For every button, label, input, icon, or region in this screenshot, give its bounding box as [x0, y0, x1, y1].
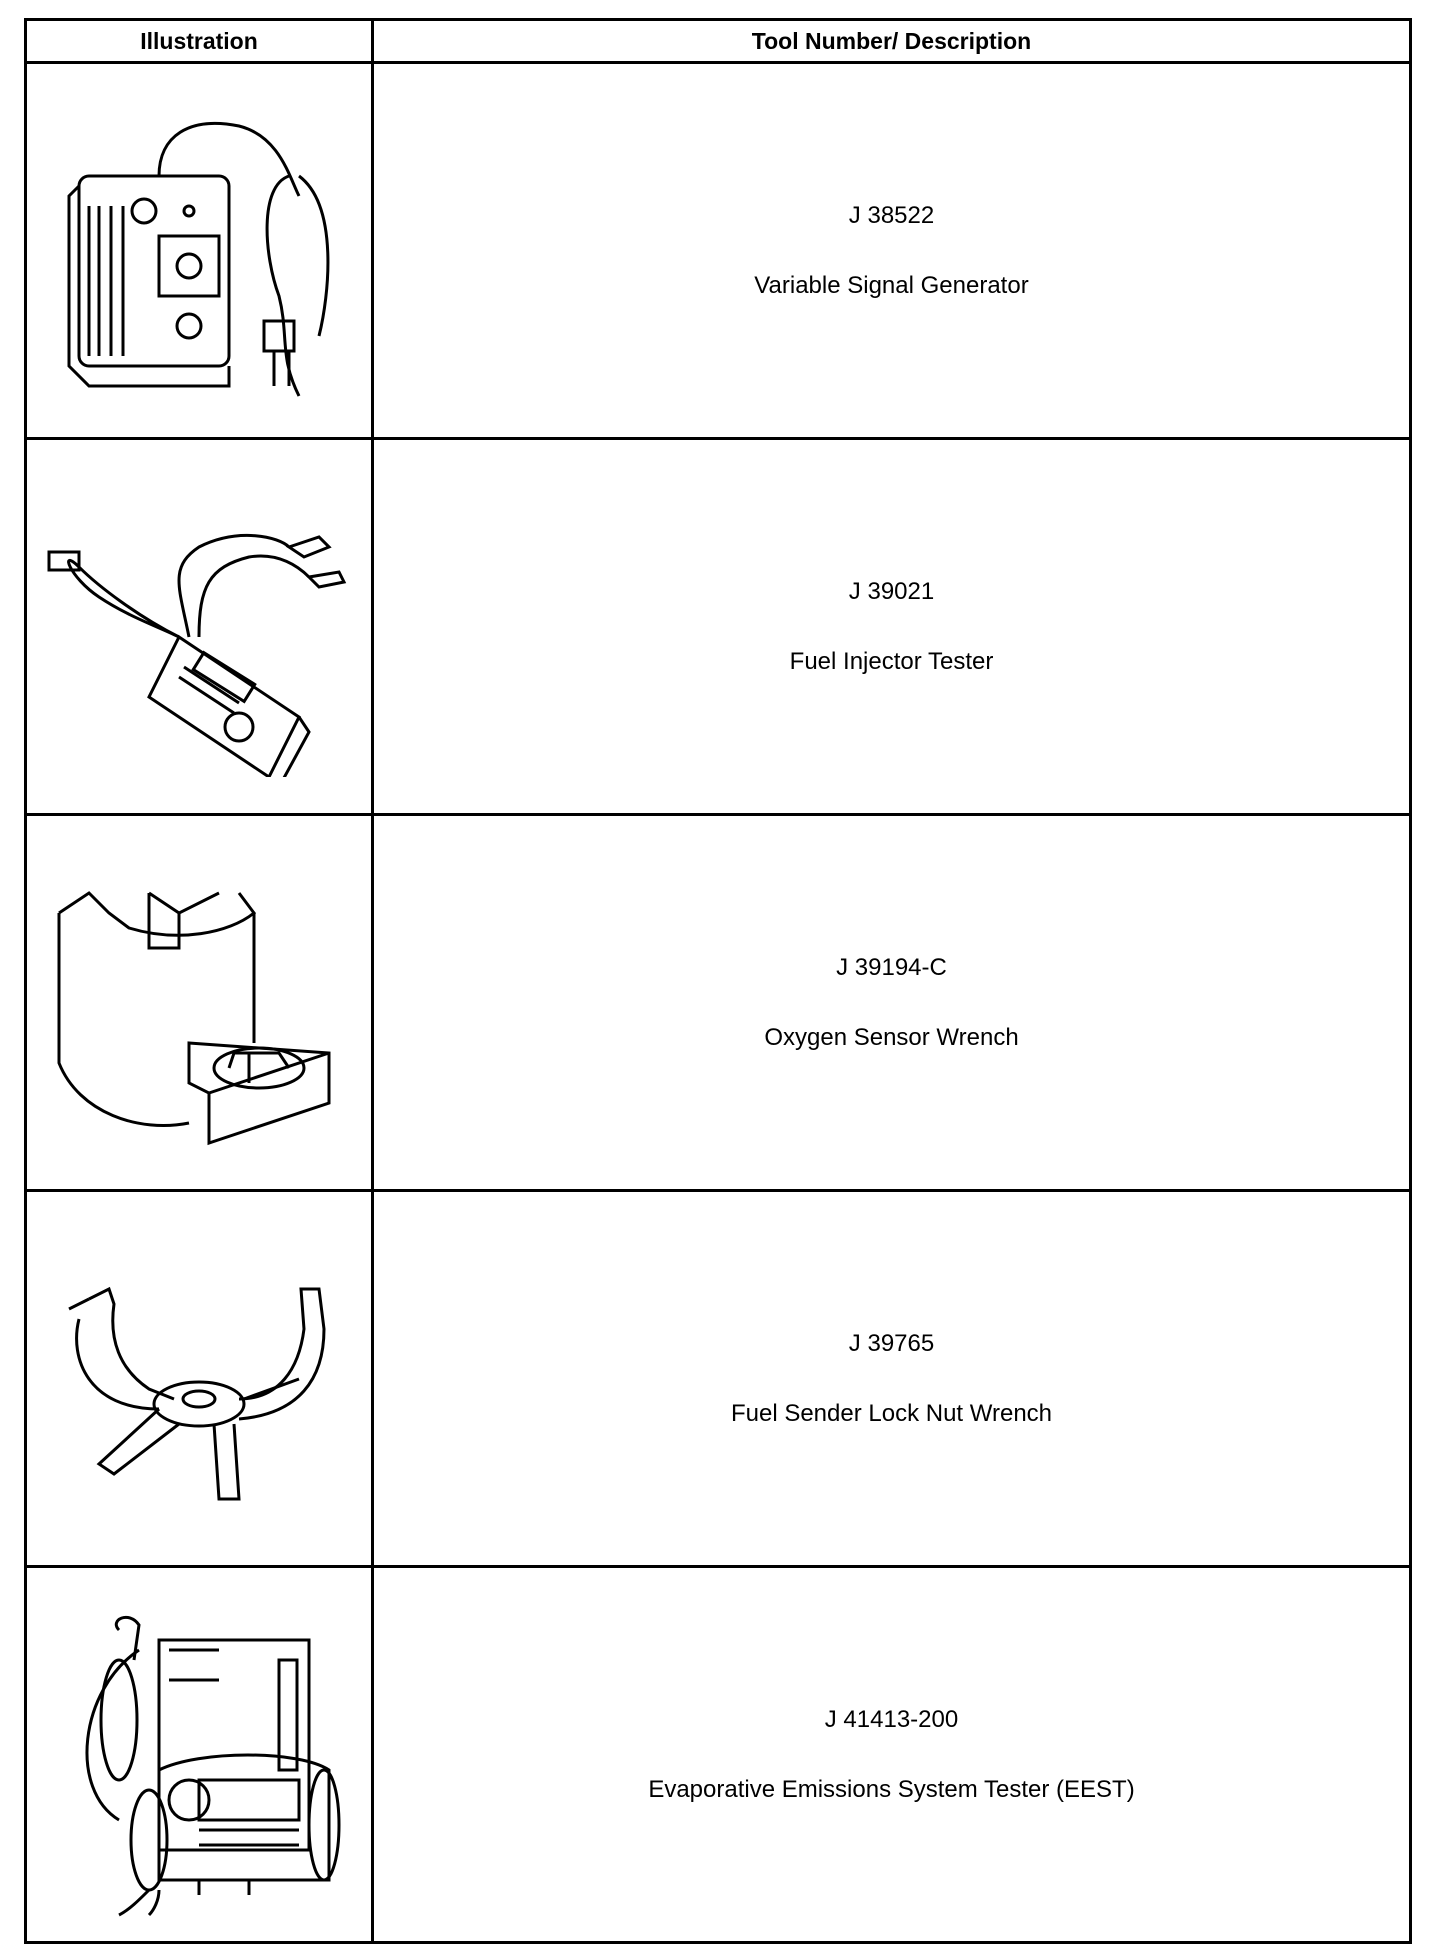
illustration-cell — [24, 61, 374, 440]
tool-description-cell: J 38522 Variable Signal Generator — [371, 61, 1412, 440]
tool-number: J 39765 — [848, 1329, 935, 1357]
tool-number: J 39194-C — [836, 953, 947, 981]
variable-signal-generator-icon — [49, 96, 349, 406]
column-header-illustration: Illustration — [24, 18, 374, 64]
table-header-row: Illustration Tool Number/ Description — [24, 18, 1412, 64]
tool-description-cell: J 39765 Fuel Sender Lock Nut Wrench — [371, 1189, 1412, 1568]
table-row: J 41413-200 Evaporative Emissions System… — [24, 1565, 1412, 1944]
table-row: J 39021 Fuel Injector Tester — [24, 437, 1412, 816]
tool-description: Fuel Injector Tester — [789, 647, 994, 675]
table-row: J 39194-C Oxygen Sensor Wrench — [24, 813, 1412, 1192]
illustration-cell — [24, 813, 374, 1192]
tool-number: J 38522 — [848, 201, 935, 229]
tool-description-cell: J 41413-200 Evaporative Emissions System… — [371, 1565, 1412, 1944]
column-header-tool-description: Tool Number/ Description — [371, 18, 1412, 64]
tool-number: J 41413-200 — [824, 1705, 959, 1733]
illustration-cell — [24, 1189, 374, 1568]
tool-description: Fuel Sender Lock Nut Wrench — [730, 1399, 1053, 1427]
tool-description: Evaporative Emissions System Tester (EES… — [648, 1775, 1135, 1803]
tool-number: J 39021 — [848, 577, 935, 605]
evaporative-emissions-system-tester-icon — [49, 1590, 349, 1920]
tool-description: Oxygen Sensor Wrench — [764, 1023, 1019, 1051]
tool-description-cell: J 39194-C Oxygen Sensor Wrench — [371, 813, 1412, 1192]
oxygen-sensor-wrench-icon — [39, 853, 359, 1153]
tool-description-cell: J 39021 Fuel Injector Tester — [371, 437, 1412, 816]
tool-description: Variable Signal Generator — [754, 271, 1029, 299]
fuel-injector-tester-icon — [39, 477, 359, 777]
illustration-cell — [24, 1565, 374, 1944]
table-row: J 39765 Fuel Sender Lock Nut Wrench — [24, 1189, 1412, 1568]
tool-table-page: Illustration Tool Number/ Description — [24, 18, 1412, 1944]
fuel-sender-lock-nut-wrench-icon — [39, 1249, 359, 1509]
table-row: J 38522 Variable Signal Generator — [24, 61, 1412, 440]
illustration-cell — [24, 437, 374, 816]
special-tools-table: Illustration Tool Number/ Description — [24, 18, 1412, 1944]
